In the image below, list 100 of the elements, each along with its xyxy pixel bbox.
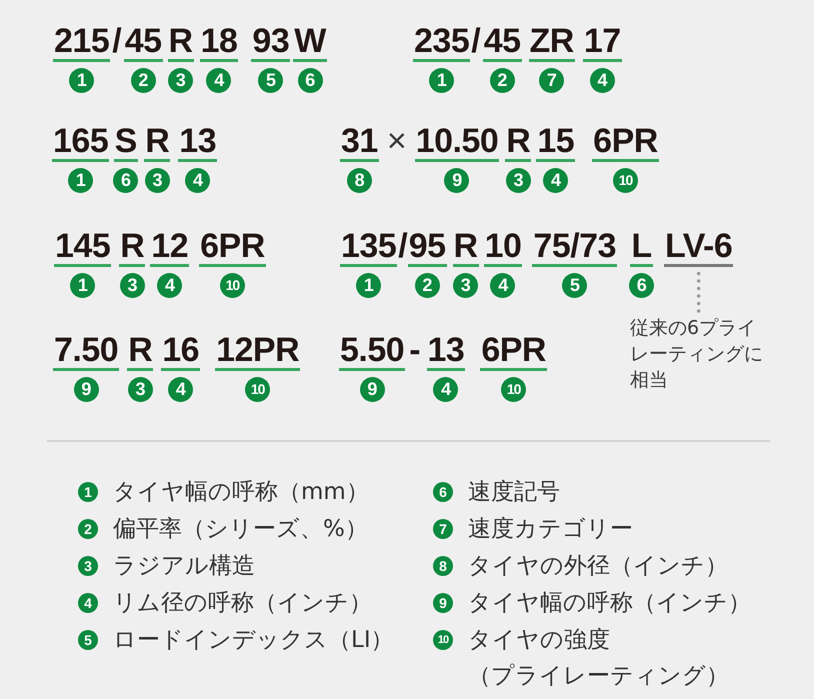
tire-size-code: 45 [482, 23, 522, 62]
tire-size-code: 5.50 [339, 332, 406, 371]
callout-number: 3 [144, 168, 170, 193]
code-separator: × [386, 123, 407, 162]
tire-size-code: 16 [161, 332, 200, 371]
legend-text: リム径の呼称（インチ） [113, 589, 372, 618]
tire-size-code: R [144, 123, 170, 162]
callout-number: 8 [346, 168, 372, 193]
callout-number: 3 [128, 377, 153, 402]
legend-text: タイヤ幅の呼称（mm） [113, 478, 369, 507]
callout-number: 3 [168, 68, 194, 93]
tire-size-code: 75/73 [532, 228, 617, 267]
code-separator: / [398, 228, 408, 267]
code-separator: / [112, 23, 122, 62]
tire-size-code: 215 [53, 23, 110, 62]
tire-size-code: R [168, 23, 194, 62]
tire-size-code: 135 [340, 228, 398, 267]
legend-text: タイヤの強度（プライレーティング） [468, 626, 730, 691]
leader-line [696, 271, 700, 313]
callout-number: 7 [539, 68, 564, 93]
tire-size-code: 12 [150, 228, 190, 267]
callout-number: 6 [629, 273, 654, 298]
legend-text: 偏平率（シリーズ、%） [113, 515, 368, 544]
legend-text: ロードインデックス（LI） [113, 626, 394, 655]
tire-size-code: 93 [251, 23, 290, 62]
callout-number: 8 [433, 556, 453, 576]
callout-number: 9 [360, 377, 385, 402]
callout-number: 4 [490, 273, 516, 298]
callout-number: 4 [590, 68, 615, 93]
callout-number: 2 [78, 519, 98, 539]
tire-size-code: 18 [200, 23, 238, 62]
code-separator: / [471, 23, 481, 62]
tire-size-code: R [127, 332, 154, 371]
callout-number: 7 [433, 519, 453, 539]
tire-size-code: 6PR [199, 228, 266, 267]
tire-size-code: 17 [582, 23, 622, 62]
tire-size-code: 6PR [480, 332, 547, 371]
callout-number: 2 [130, 68, 156, 93]
tire-size-code: R [119, 228, 146, 267]
callout-number: 5 [258, 68, 284, 93]
callout-number: 1 [68, 168, 94, 193]
callout-number: 1 [429, 68, 454, 93]
callout-number: 4 [185, 168, 210, 193]
callout-number: 9 [433, 593, 453, 613]
callout-number: 10 [612, 168, 638, 193]
callout-number: 5 [562, 273, 588, 298]
callout-number: 2 [414, 273, 440, 298]
legend-text: タイヤの外径（インチ） [468, 552, 728, 581]
callout-number: 10 [501, 377, 526, 402]
tire-size-code: 13 [178, 123, 218, 162]
callout-number: 4 [157, 273, 182, 298]
tire-size-code: 95 [408, 228, 447, 267]
callout-number: 4 [433, 377, 458, 402]
callout-number: 4 [168, 377, 194, 402]
tire-size-code: 15 [536, 123, 576, 162]
callout-number: 10 [220, 273, 245, 298]
note-text: 従来の6プライレーティングに相当 [630, 315, 770, 393]
legend-text: 速度記号 [468, 478, 560, 507]
tire-size-code: 7.50 [53, 332, 120, 371]
callout-number: 4 [543, 168, 568, 193]
callout-number: 3 [453, 273, 478, 298]
callout-number: 6 [298, 68, 323, 93]
tire-size-code: 12PR [215, 332, 300, 371]
callout-number: 3 [120, 273, 145, 298]
callout-number: 1 [70, 273, 96, 298]
callout-number: 6 [433, 482, 453, 502]
callout-number: 5 [78, 630, 98, 650]
tire-size-code: 235 [413, 23, 470, 62]
callout-number: 3 [506, 168, 531, 193]
callout-number: 1 [356, 273, 382, 298]
callout-number: 2 [490, 68, 515, 93]
tire-size-code: LV-6 [664, 228, 734, 267]
callout-number: 6 [113, 168, 138, 193]
tire-size-code: 31 [340, 123, 379, 162]
tire-size-code: 10.50 [414, 123, 500, 162]
callout-number: 10 [245, 377, 270, 402]
tire-size-code: 6PR [592, 123, 659, 162]
legend-text: ラジアル構造 [113, 552, 255, 581]
tire-size-code: 13 [426, 332, 466, 371]
legend-text: 速度カテゴリー [468, 515, 633, 544]
tire-size-code: L [630, 228, 653, 267]
callout-number: 1 [78, 482, 98, 502]
tire-size-code: W [293, 23, 327, 62]
tire-size-code: ZR [528, 23, 575, 62]
tire-size-code: R [452, 228, 479, 267]
callout-number: 4 [206, 68, 232, 93]
legend-text: タイヤ幅の呼称（インチ） [468, 589, 751, 618]
callout-number: 9 [74, 377, 99, 402]
tire-size-code: 145 [54, 228, 112, 267]
callout-number: 4 [78, 593, 98, 613]
tire-size-code: 45 [124, 23, 163, 62]
callout-number: 9 [444, 168, 470, 193]
tire-size-code: 165 [52, 123, 110, 162]
tire-size-code: S [114, 123, 138, 162]
callout-number: 3 [78, 556, 98, 576]
callout-number: 1 [69, 68, 94, 93]
callout-number: 10 [433, 630, 453, 650]
code-separator: - [409, 332, 421, 371]
tire-size-code: 10 [484, 228, 522, 267]
tire-size-code: R [505, 123, 532, 162]
